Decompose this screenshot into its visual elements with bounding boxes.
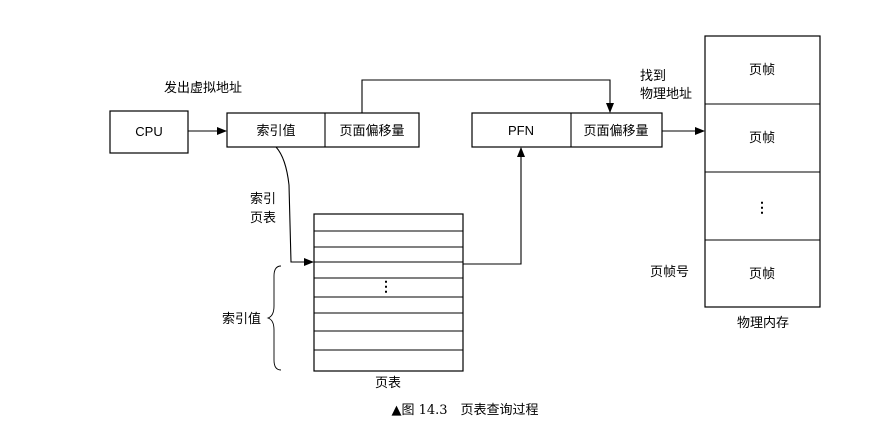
find-label-line1: 找到 (640, 69, 666, 84)
figure-caption: ▲图 14.3 页表查询过程 (391, 403, 538, 418)
offset-copy-arrow (361, 79, 614, 113)
virtual-address-box: 索引值 页面偏移量 (226, 112, 420, 148)
page-frame-number-label: 页帧号 (650, 265, 689, 280)
page-table-ellipsis: ⋮ (379, 279, 393, 295)
index-value-brace (266, 265, 282, 371)
pfn-field: PFN (508, 123, 534, 138)
memory-frame-ellipsis: ⋮ (755, 200, 769, 216)
page-table: ⋮ (313, 213, 464, 372)
table-to-pfn-arrow (463, 147, 525, 265)
index-page-table-label-line2: 页表 (250, 211, 276, 226)
memory-frame-1: 页帧 (749, 63, 775, 78)
issue-virtual-address-label: 发出虚拟地址 (164, 80, 242, 96)
page-table-label: 页表 (375, 376, 401, 391)
physical-address-box: PFN 页面偏移量 (471, 112, 663, 148)
index-to-table-arrow (275, 146, 314, 266)
page-offset-field-virtual: 页面偏移量 (339, 124, 404, 139)
physical-memory: 页帧 页帧 ⋮ 页帧 (704, 35, 821, 308)
index-value-field: 索引值 (256, 123, 295, 139)
index-page-table-label-line1: 索引 (250, 192, 276, 207)
page-offset-field-physical: 页面偏移量 (583, 124, 648, 139)
physical-memory-label: 物理内存 (737, 315, 789, 331)
find-label-line2: 物理地址 (640, 87, 692, 102)
cpu-label: CPU (135, 124, 162, 139)
cpu-box: CPU (109, 110, 189, 154)
memory-frame-4: 页帧 (749, 267, 775, 282)
index-value-brace-label: 索引值 (222, 311, 261, 327)
memory-frame-2: 页帧 (749, 131, 775, 146)
